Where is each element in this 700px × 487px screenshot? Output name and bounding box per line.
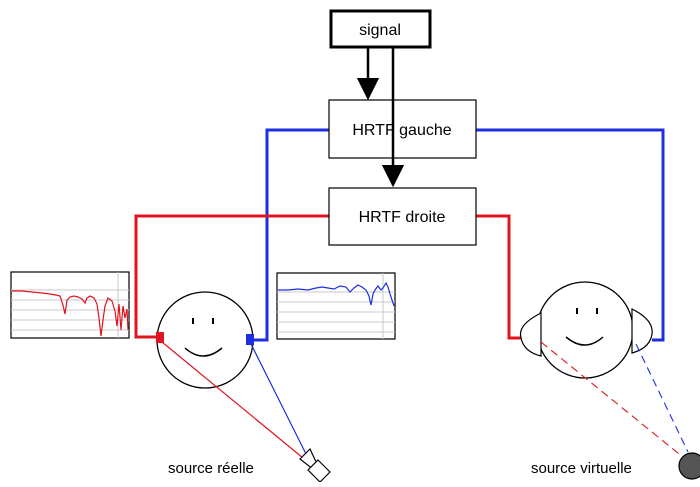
virtual-source-disc-icon xyxy=(678,452,700,480)
real-source-label: source réelle xyxy=(168,460,254,477)
real-head-right-ear-mic xyxy=(156,332,164,343)
hrtf-left-block: HRTF gauche xyxy=(328,99,477,159)
real-listener-head xyxy=(156,291,254,389)
left-ear-response-curve xyxy=(278,281,395,307)
headphone-right-ear-icon xyxy=(519,312,542,357)
hrtf-left-label: HRTF gauche xyxy=(352,122,451,139)
path-virtual-source-to-right-ear xyxy=(540,341,685,459)
right-ear-response-plot xyxy=(10,271,130,339)
right-ear-response-curve xyxy=(12,290,129,337)
virtual-source-label: source virtuelle xyxy=(531,460,632,477)
signal-label: signal xyxy=(359,22,401,39)
virtual-listener-head xyxy=(519,281,653,379)
path-virtual-source-to-left-ear xyxy=(635,343,689,453)
hrtf-right-label: HRTF droite xyxy=(359,209,446,226)
left-ear-response-plot xyxy=(276,272,396,340)
headphone-left-ear-icon xyxy=(631,308,653,354)
wire-right-to-real-ear xyxy=(134,214,329,339)
wire-left-to-headphone xyxy=(476,128,665,342)
wire-right-to-headphone xyxy=(476,214,522,340)
path-real-source-to-left-ear xyxy=(249,341,307,455)
wire-left-to-real-ear xyxy=(250,128,329,342)
path-real-source-to-right-ear xyxy=(161,341,304,459)
hrtf-right-block: HRTF droite xyxy=(328,187,477,246)
real-head-left-ear-mic xyxy=(246,334,254,345)
signal-block: signal xyxy=(329,9,432,49)
loudspeaker-icon xyxy=(299,447,331,483)
